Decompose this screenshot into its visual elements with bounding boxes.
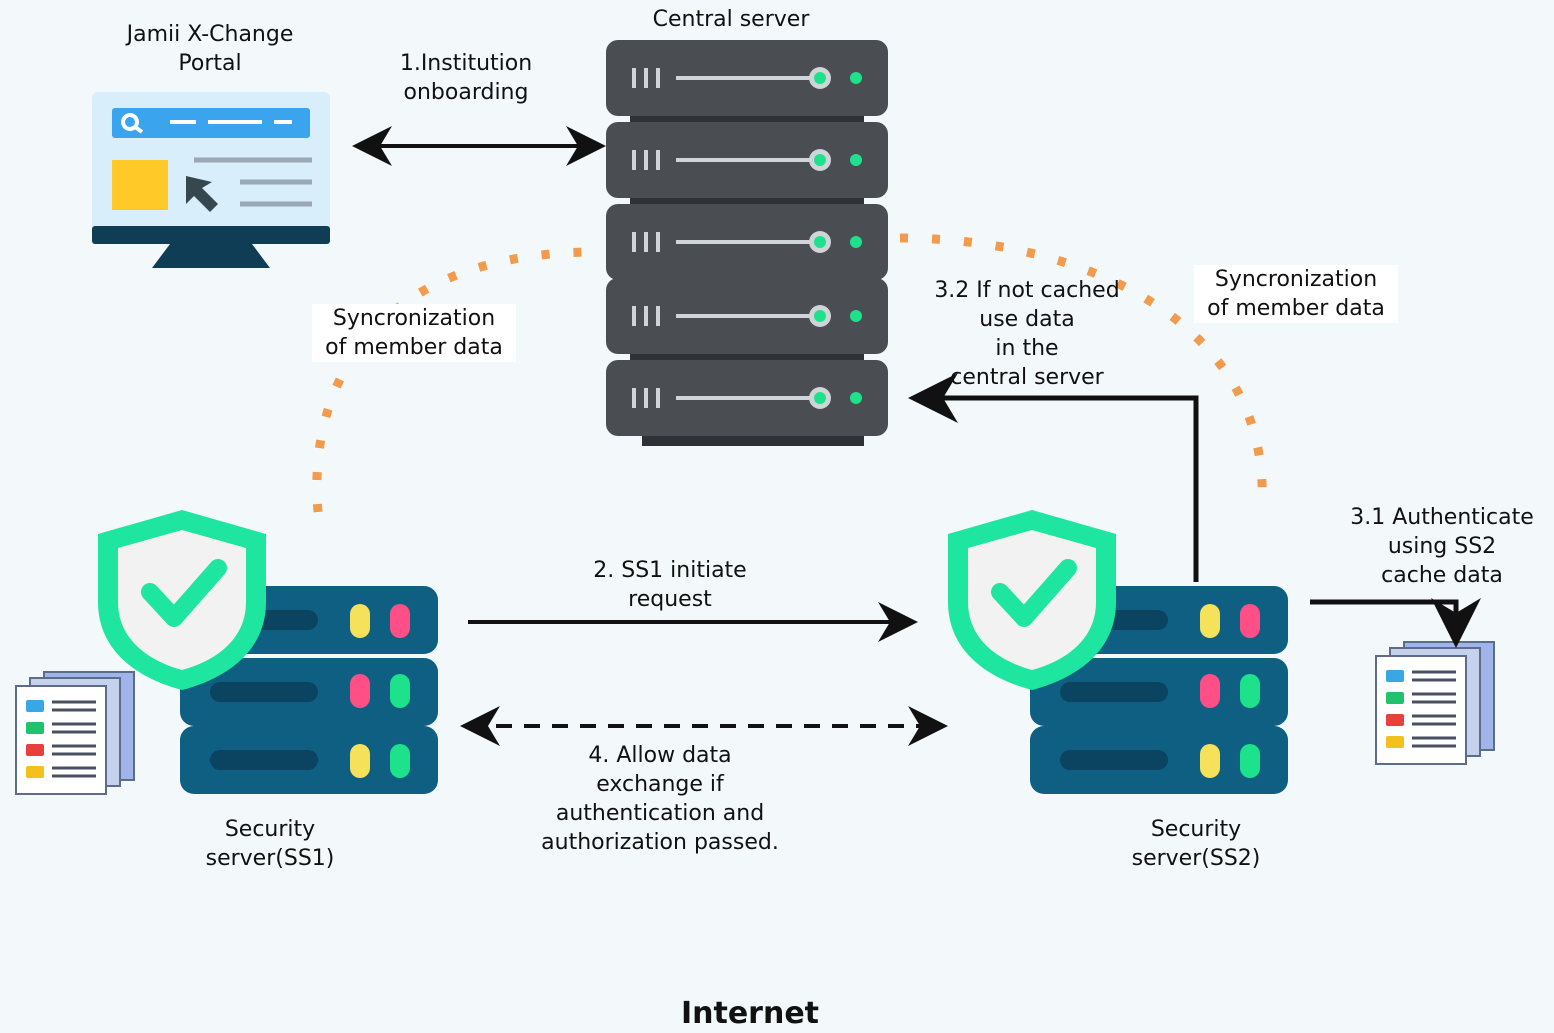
central-server-icon [606, 40, 888, 446]
sync-right-label: Syncronization of member data [1194, 265, 1398, 323]
portal-monitor-icon [92, 92, 330, 268]
portal-label: Jamii X-Change Portal [126, 22, 294, 76]
ss2-label: Security server(SS2) [1131, 817, 1261, 871]
ss1-label: Security server(SS1) [205, 817, 335, 871]
not-cached-label: 3.2 If not cached use data in the centra… [934, 278, 1120, 390]
sync-left-label: Syncronization of member data [312, 304, 516, 362]
sync-arc-left [312, 247, 591, 513]
onboarding-label: 1.Institution onboarding [399, 51, 533, 105]
sync-arc-right [899, 233, 1267, 506]
central-server-label: Central server [652, 7, 810, 32]
authenticate-label: 3.1 Authenticate using SS2 cache data [1350, 505, 1534, 588]
document-stack-right-icon [1374, 640, 1496, 766]
security-server-ss1-icon [98, 510, 438, 794]
allow-exchange-label: 4. Allow data exchange if authentication… [541, 743, 779, 855]
arrow-not-cached [908, 373, 1199, 582]
initiate-request-label: 2. SS1 initiate request [593, 558, 747, 612]
arrow-authenticate [1310, 598, 1481, 648]
security-server-ss2-icon [948, 510, 1288, 794]
document-stack-left-icon [14, 670, 136, 796]
internet-label: Internet [680, 996, 820, 1031]
